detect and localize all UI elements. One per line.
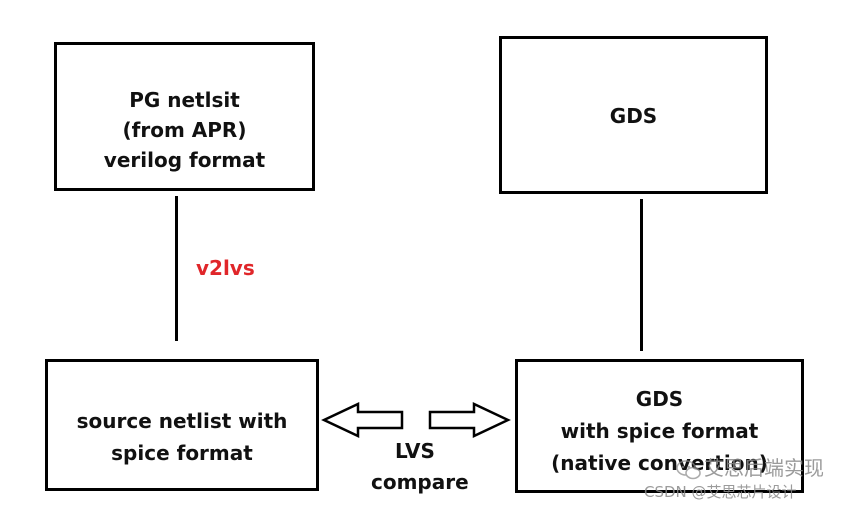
source-netlist-format: spice format bbox=[111, 441, 253, 465]
pg-netlist-title: PG netlsit bbox=[129, 88, 240, 112]
lvs-label: LVS bbox=[395, 439, 435, 463]
v2lvs-label: v2lvs bbox=[196, 256, 255, 280]
watermark-account: 艾思后端实现 bbox=[704, 456, 824, 480]
left-arrow-icon bbox=[321, 402, 404, 438]
compare-label: compare bbox=[371, 470, 469, 494]
gds-box: GDS bbox=[499, 36, 768, 194]
source-netlist-box: source netlist with spice format bbox=[45, 359, 319, 491]
source-netlist-title: source netlist with bbox=[76, 409, 288, 433]
gds-spice-box: GDS with spice format (native convertion… bbox=[515, 359, 804, 493]
pg-netlist-format: verilog format bbox=[103, 148, 266, 172]
pg-netlist-box: PG netlsit (from APR) verilog format bbox=[54, 42, 315, 191]
watermark-csdn: CSDN @艾思芯片设计 bbox=[644, 483, 797, 501]
wechat-icon bbox=[676, 460, 701, 480]
gds-spice-title: GDS bbox=[635, 387, 684, 411]
right-arrow-icon bbox=[428, 402, 511, 438]
gds-spice-conversion: (native convertion) bbox=[551, 451, 768, 475]
pg-netlist-source: (from APR) bbox=[122, 118, 247, 142]
right-connector-line bbox=[640, 199, 643, 351]
left-connector-line bbox=[175, 196, 178, 341]
gds-spice-format: with spice format bbox=[560, 419, 759, 443]
gds-label: GDS bbox=[609, 104, 658, 128]
